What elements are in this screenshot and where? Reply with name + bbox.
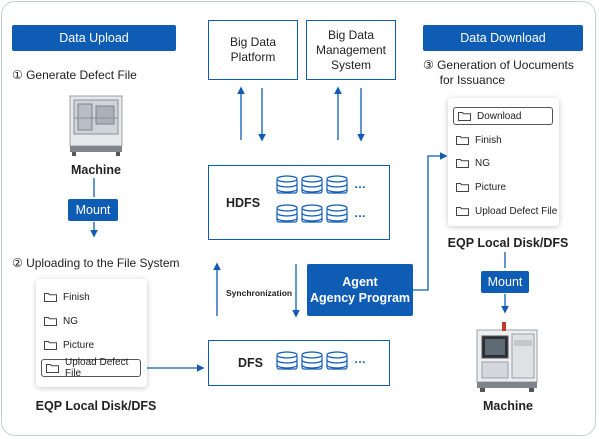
data-upload-header: Data Upload	[12, 25, 176, 51]
folder-list-upload: Finish NG Picture Upload Defect File	[36, 279, 147, 387]
folder-item-label: Finish	[475, 134, 502, 146]
folder-item[interactable]: NG	[44, 312, 78, 330]
machine-label-download: Machine	[482, 399, 533, 413]
dfs-ellipsis: …	[354, 352, 367, 366]
machine-image-upload	[69, 95, 123, 156]
database-icon	[326, 351, 348, 370]
step-generate-defect-file: ① Generate Defect File	[12, 68, 137, 82]
dfs-node	[208, 340, 390, 386]
folder-item-label: Finish	[63, 291, 90, 303]
database-icon	[301, 175, 323, 194]
step-uploading-file-system: ② Uploading to the File System	[12, 256, 180, 270]
folder-icon	[458, 112, 471, 121]
folder-icon	[456, 207, 469, 216]
synchronization-label: Synchronization	[226, 288, 293, 298]
folder-item-label: Picture	[475, 181, 507, 193]
disk-label-download: EQP Local Disk/DFS	[447, 236, 569, 250]
step-generation-documents: ③ Generation of Uocuments for Issuance	[423, 58, 574, 87]
disk-label-upload: EQP Local Disk/DFS	[35, 399, 157, 413]
folder-item-label: Download	[477, 110, 522, 122]
folder-item[interactable]: Finish	[456, 131, 502, 149]
database-icon	[276, 351, 298, 370]
database-icon	[301, 351, 323, 370]
folder-icon	[44, 293, 57, 302]
folder-item[interactable]: Picture	[44, 336, 94, 354]
folder-icon	[456, 183, 469, 192]
mount-badge-download: Mount	[481, 271, 529, 293]
hdfs-ellipsis-bottom: …	[354, 206, 367, 220]
folder-list-download: Download Finish NG Picture Upload Defect…	[448, 98, 559, 226]
database-icon	[276, 204, 298, 223]
machine-image-download	[476, 322, 538, 392]
folder-icon	[456, 136, 469, 145]
data-download-header: Data Download	[423, 25, 583, 51]
folder-item-label: Picture	[63, 339, 95, 351]
agent-agency-program-node: Agent Agency Program	[307, 264, 413, 316]
arrow-agent-to-download	[413, 152, 448, 291]
folder-item-selected[interactable]: Download	[453, 107, 553, 125]
hdfs-ellipsis-top: …	[354, 177, 367, 191]
machine-label-upload: Machine	[70, 163, 121, 177]
big-data-management-node: Big Data Management System	[306, 20, 396, 80]
hdfs-node	[208, 165, 390, 240]
folder-item[interactable]: NG	[456, 154, 490, 172]
database-icon	[326, 175, 348, 194]
folder-item-label: Upload Defect File	[475, 205, 558, 217]
folder-item-label: NG	[475, 157, 490, 169]
dfs-storage-icons	[276, 351, 348, 370]
big-data-platform-node: Big Data Platform	[208, 20, 298, 80]
folder-icon	[456, 159, 469, 168]
mount-badge-upload: Mount	[68, 199, 118, 221]
folder-item-label: Upload Defect File	[65, 357, 129, 379]
hdfs-storage-icons	[276, 175, 348, 223]
folder-item-selected[interactable]: Upload Defect File	[41, 357, 141, 379]
hdfs-label: HDFS	[226, 196, 261, 210]
database-icon	[276, 175, 298, 194]
folder-icon	[44, 317, 57, 326]
folder-item[interactable]: Upload Defect File	[456, 202, 557, 220]
dfs-label: DFS	[238, 356, 263, 370]
folder-icon	[44, 341, 57, 350]
folder-item[interactable]: Picture	[456, 178, 506, 196]
folder-item[interactable]: Finish	[44, 288, 90, 306]
database-icon	[326, 204, 348, 223]
database-icon	[301, 204, 323, 223]
folder-icon	[46, 364, 59, 373]
folder-item-label: NG	[63, 315, 78, 327]
